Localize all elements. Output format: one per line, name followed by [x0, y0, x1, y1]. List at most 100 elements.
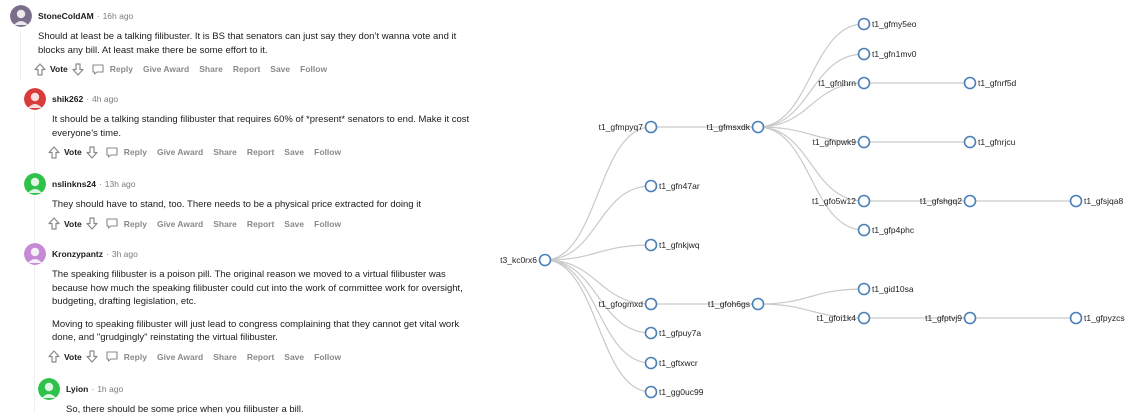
- comment-author[interactable]: nslinkns24: [52, 179, 96, 189]
- report-button[interactable]: Report: [246, 351, 275, 362]
- tree-node-label: t1_gg0uc99: [659, 387, 704, 397]
- tree-node[interactable]: [644, 297, 658, 311]
- tree-node[interactable]: [644, 179, 658, 193]
- comment-author[interactable]: shik262: [52, 94, 84, 104]
- comment-time[interactable]: 13h ago: [104, 179, 136, 189]
- tree-node[interactable]: [644, 238, 658, 252]
- tree-node-label: t1_gfmpyq7: [599, 122, 644, 132]
- tree-node[interactable]: [857, 135, 871, 149]
- reply-label: Reply: [109, 64, 133, 74]
- tree-node[interactable]: [857, 76, 871, 90]
- report-button[interactable]: Report: [232, 64, 261, 74]
- share-button[interactable]: Share: [199, 64, 223, 74]
- tree-node[interactable]: [857, 194, 871, 208]
- follow-button[interactable]: Follow: [314, 147, 342, 157]
- reply-button[interactable]: Reply: [106, 146, 147, 158]
- reply-button[interactable]: Reply: [106, 218, 147, 229]
- tree-node[interactable]: [644, 120, 658, 134]
- tree-edge: [757, 126, 865, 143]
- comment-time[interactable]: 1h ago: [97, 384, 124, 394]
- tree-node[interactable]: [644, 356, 658, 370]
- tree-node[interactable]: [963, 311, 977, 325]
- tree-node[interactable]: [1069, 194, 1083, 208]
- give-award-button[interactable]: Give Award: [156, 351, 204, 362]
- avatar[interactable]: [24, 88, 46, 110]
- tree-node[interactable]: [857, 47, 871, 61]
- upvote-icon[interactable]: [48, 217, 60, 230]
- reply-button[interactable]: Reply: [92, 63, 133, 75]
- share-button[interactable]: Share: [213, 218, 237, 229]
- tree-node[interactable]: [963, 135, 977, 149]
- tree-node-label: t1_gfogmxd: [599, 299, 644, 309]
- share-button[interactable]: Share: [213, 351, 237, 362]
- comment-time[interactable]: 4h ago: [92, 94, 119, 104]
- tree-node[interactable]: [538, 253, 552, 267]
- give-award-button[interactable]: Give Award: [142, 64, 190, 74]
- upvote-icon[interactable]: [48, 145, 60, 159]
- save-button[interactable]: Save: [284, 218, 305, 229]
- downvote-icon[interactable]: [86, 350, 98, 363]
- tree-node-label: t1_gid10sa: [872, 284, 914, 294]
- vote-count: Vote: [64, 351, 82, 362]
- share-button[interactable]: Share: [213, 147, 237, 157]
- tree-node[interactable]: [963, 194, 977, 208]
- comment-header: StoneColdAM·16h ago: [10, 4, 458, 28]
- comment-body: They should have to stand, too. There ne…: [52, 198, 472, 212]
- comment-header: shik262·4h ago: [24, 87, 472, 111]
- thread-line[interactable]: [20, 30, 21, 80]
- tree-node-label: t1_gfoh6gs: [708, 299, 750, 309]
- downvote-icon[interactable]: [86, 217, 98, 230]
- upvote-icon[interactable]: [48, 350, 60, 363]
- report-button[interactable]: Report: [246, 218, 275, 229]
- upvote-icon[interactable]: [34, 62, 46, 76]
- comment-time[interactable]: 3h ago: [111, 249, 138, 259]
- tree-edge: [544, 259, 652, 393]
- reply-icon: [106, 146, 121, 158]
- give-award-button[interactable]: Give Award: [156, 218, 204, 229]
- downvote-icon[interactable]: [86, 145, 98, 159]
- tree-node-label: t1_gfp4phc: [872, 225, 915, 235]
- tree-node[interactable]: [857, 223, 871, 237]
- tree-node[interactable]: [857, 17, 871, 31]
- vote-count: Vote: [64, 147, 82, 157]
- tree-node[interactable]: [644, 326, 658, 340]
- reply-button[interactable]: Reply: [106, 351, 147, 362]
- tree-node[interactable]: [857, 311, 871, 325]
- follow-button[interactable]: Follow: [314, 351, 342, 362]
- tree-node[interactable]: [751, 297, 765, 311]
- tree-node-label: t1_gfnpwk9: [813, 137, 857, 147]
- save-button[interactable]: Save: [284, 147, 305, 157]
- tree-node[interactable]: [1069, 311, 1083, 325]
- save-button[interactable]: Save: [284, 351, 305, 362]
- follow-button[interactable]: Follow: [300, 64, 328, 74]
- tree-node[interactable]: [963, 76, 977, 90]
- comment-author[interactable]: Lyion: [66, 384, 89, 394]
- comment-author[interactable]: StoneColdAM: [38, 11, 94, 21]
- comment-text: The speaking filibuster is a poison pill…: [52, 269, 463, 307]
- tree-node-label: t1_gfn47ar: [659, 181, 700, 191]
- avatar[interactable]: [24, 173, 46, 195]
- give-award-button[interactable]: Give Award: [156, 147, 204, 157]
- follow-button[interactable]: Follow: [314, 218, 342, 229]
- tree-node-label: t1_gfnrjcu: [978, 137, 1016, 147]
- tree-edge: [757, 23, 865, 128]
- comment-author[interactable]: Kronzypantz: [52, 249, 103, 259]
- tree-node[interactable]: [857, 282, 871, 296]
- tree-node-label: t1_gfo5w12: [812, 196, 856, 206]
- downvote-icon[interactable]: [72, 62, 84, 76]
- tree-edge: [757, 82, 865, 128]
- avatar[interactable]: [24, 243, 46, 265]
- comment-time[interactable]: 16h ago: [102, 11, 134, 21]
- tree-node[interactable]: [751, 120, 765, 134]
- save-button[interactable]: Save: [270, 64, 291, 74]
- comment-body: It should be a talking standing filibust…: [52, 113, 472, 140]
- report-button[interactable]: Report: [246, 147, 275, 157]
- avatar[interactable]: [10, 5, 32, 27]
- comment-text: So, there should be some price when you …: [66, 404, 304, 413]
- tree-edge: [544, 185, 652, 261]
- tree-node[interactable]: [644, 385, 658, 399]
- avatar[interactable]: [38, 378, 60, 400]
- comment-text: They should have to stand, too. There ne…: [52, 199, 421, 210]
